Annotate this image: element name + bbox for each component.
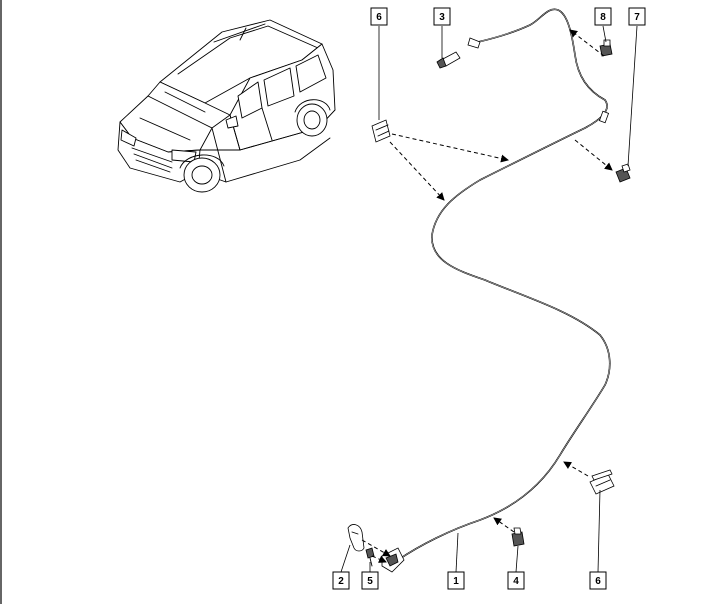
assembly-arrows — [361, 29, 613, 563]
callout-8-label: 8 — [600, 12, 606, 23]
hood-release-handle — [381, 547, 405, 573]
callout-5-label: 5 — [367, 576, 373, 587]
part-4-clip — [511, 527, 525, 547]
callout-5: 5 — [361, 571, 379, 590]
callout-8: 8 — [594, 7, 612, 26]
part-7-clip — [615, 163, 631, 183]
part-5-screw — [365, 547, 375, 567]
part-8-clip — [599, 39, 613, 57]
callout-7-label: 7 — [634, 12, 640, 23]
part-6-pad-top — [371, 119, 391, 143]
callout-7: 7 — [628, 7, 646, 26]
callout-6-bottom: 6 — [589, 571, 607, 590]
callout-3: 3 — [433, 7, 451, 26]
leader-lines — [340, 25, 638, 573]
callout-2: 2 — [332, 571, 350, 590]
part-6-pad-bottom — [589, 469, 615, 495]
vehicle-illustration — [117, 19, 336, 193]
callout-4-label: 4 — [513, 576, 519, 587]
part-3-cable-end — [436, 51, 461, 69]
callout-6-top-label: 6 — [376, 12, 382, 23]
part-2-bracket — [347, 524, 365, 552]
callout-3-label: 3 — [439, 12, 445, 23]
hood-release-cable — [397, 8, 611, 561]
callout-4: 4 — [507, 571, 525, 590]
callout-1: 1 — [447, 571, 465, 590]
callout-1-label: 1 — [453, 576, 459, 587]
callout-6-top: 6 — [370, 7, 388, 26]
callout-6-bottom-label: 6 — [595, 576, 601, 587]
callout-2-label: 2 — [338, 576, 344, 587]
